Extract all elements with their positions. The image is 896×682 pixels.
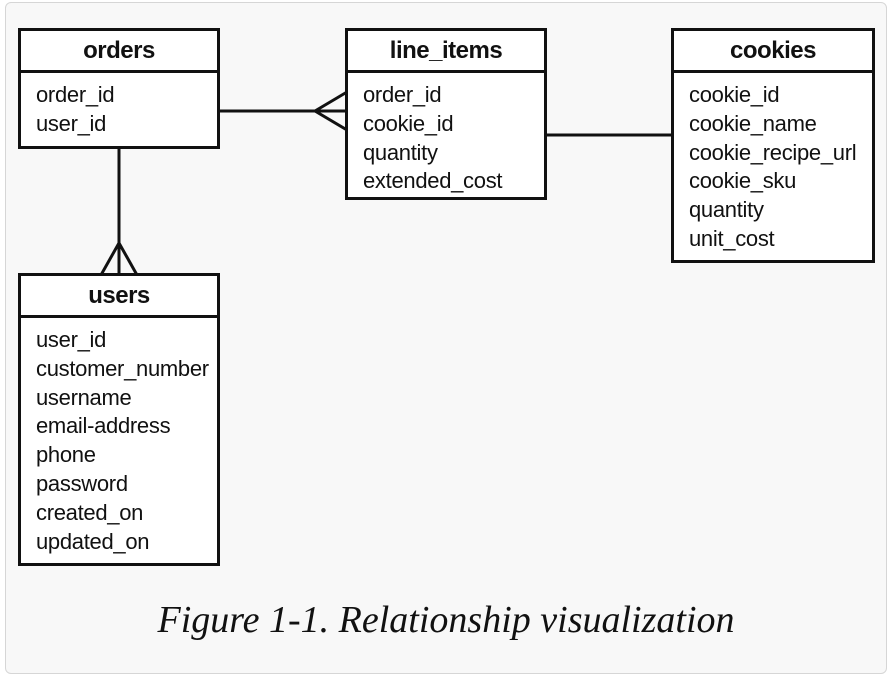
field: password — [36, 470, 128, 496]
field: order_id — [363, 82, 442, 107]
field: quantity — [689, 197, 764, 223]
field: email-address — [36, 413, 171, 439]
field: unit_cost — [689, 225, 775, 251]
field: cookie_id — [689, 82, 780, 107]
field: cookie_id — [363, 110, 454, 136]
figure-caption: Figure 1-1. Relationship visualization — [157, 599, 735, 641]
field: username — [36, 384, 132, 410]
field: user_id — [36, 327, 107, 352]
field: quantity — [363, 139, 438, 165]
field: extended_cost — [363, 168, 503, 194]
entity-users: users user_id customer_number username e… — [18, 273, 220, 566]
crowsfoot-line-items-bottom — [314, 109, 348, 132]
entity-fields: user_id customer_number username email-a… — [21, 318, 217, 556]
field: customer_number — [36, 355, 209, 381]
entity-title: orders — [21, 31, 217, 73]
field: phone — [36, 442, 96, 468]
entity-title: cookies — [674, 31, 872, 73]
field: updated_on — [36, 528, 150, 554]
field: cookie_sku — [689, 168, 797, 194]
entity-cookies: cookies cookie_id cookie_name cookie_rec… — [671, 28, 875, 263]
entity-orders: orders order_id user_id — [18, 28, 220, 149]
crowsfoot-users-right — [117, 242, 139, 276]
field: order_id — [36, 82, 115, 107]
crowsfoot-line-items-top — [314, 90, 348, 113]
entity-fields: order_id user_id — [21, 73, 217, 139]
entity-fields: cookie_id cookie_name cookie_recipe_url … — [674, 73, 872, 254]
field: cookie_recipe_url — [689, 139, 857, 165]
field: user_id — [36, 110, 107, 136]
field: cookie_name — [689, 110, 817, 136]
field: created_on — [36, 499, 144, 525]
entity-title: users — [21, 276, 217, 318]
entity-title: line_items — [348, 31, 544, 73]
entity-line-items: line_items order_id cookie_id quantity e… — [345, 28, 547, 200]
crowsfoot-users-left — [99, 242, 121, 276]
entity-fields: order_id cookie_id quantity extended_cos… — [348, 73, 544, 196]
